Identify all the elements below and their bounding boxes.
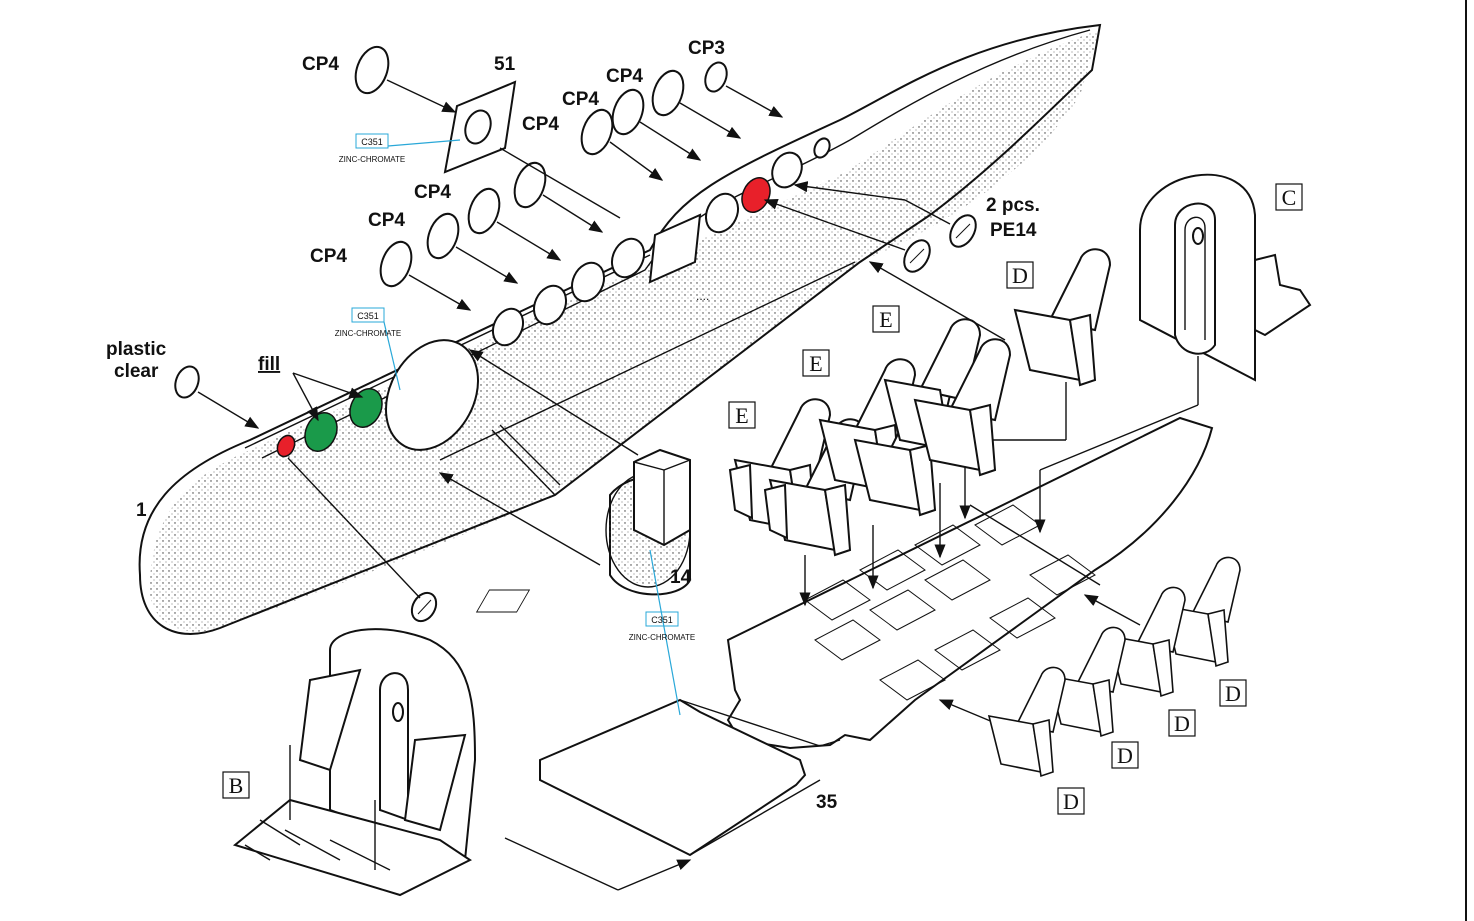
paint-callout-leaders — [383, 139, 681, 716]
label-cp4-f: CP4 — [368, 210, 405, 231]
label-cp4-e: CP4 — [414, 182, 451, 203]
svg-text:E: E — [735, 403, 748, 428]
floor-leaders — [504, 356, 1199, 891]
paint-callout-2: C351 ZINC-CHROMATE — [335, 307, 402, 338]
assembly-tag-d-2: D — [1168, 709, 1196, 737]
svg-text:B: B — [229, 773, 244, 798]
label-cp4-b: CP4 — [606, 66, 643, 87]
label-pe14: PE14 — [990, 220, 1037, 241]
fill-pointer — [292, 372, 364, 399]
label-clear: clear — [114, 361, 159, 382]
paint-code: C351 — [357, 311, 379, 321]
bulkhead-part-14 — [605, 448, 691, 596]
assembly-tag-e-3: E — [728, 401, 756, 429]
paint-callout-1: C351 ZINC-CHROMATE — [339, 133, 406, 164]
assembly-tag-e-2: E — [802, 349, 830, 377]
label-part-51: 51 — [494, 54, 516, 75]
label-part-14: 14 — [670, 567, 692, 588]
aft-bulkhead-c — [1139, 173, 1312, 382]
label-cp4-d: CP4 — [522, 114, 559, 135]
assembly-tag-d-1: D — [1219, 679, 1247, 707]
label-cp3: CP3 — [688, 38, 725, 59]
label-part-35: 35 — [816, 792, 838, 813]
assembly-tag-e-1: E — [872, 305, 900, 333]
assembly-tag-d-3: D — [1111, 741, 1139, 769]
fuselage-half: .... — [138, 23, 1102, 635]
cabin-floor — [475, 416, 1214, 857]
label-cp4-g: CP4 — [310, 246, 347, 267]
svg-text:D: D — [1225, 681, 1241, 706]
svg-text:E: E — [809, 351, 822, 376]
paint-name: ZINC-CHROMATE — [335, 329, 402, 338]
window-glasses — [174, 45, 977, 623]
svg-text:E: E — [879, 307, 892, 332]
paint-code: C351 — [651, 615, 673, 625]
svg-text:C: C — [1282, 185, 1297, 210]
svg-text:D: D — [1012, 263, 1028, 288]
label-cp4-c: CP4 — [562, 89, 599, 110]
svg-text:D: D — [1117, 743, 1133, 768]
paint-name: ZINC-CHROMATE — [339, 155, 406, 164]
label-plastic: plastic — [106, 339, 167, 360]
cockpit-assembly-b — [232, 628, 477, 897]
passenger-seats — [728, 248, 1241, 778]
paint-name: ZINC-CHROMATE — [629, 633, 696, 642]
label-two-pcs: 2 pcs. — [986, 195, 1040, 216]
svg-text:....: .... — [696, 289, 709, 303]
fill-pointer — [292, 372, 319, 422]
paint-code: C351 — [361, 137, 383, 147]
assembly-tag-c: C — [1275, 183, 1303, 211]
label-fill: fill — [258, 354, 280, 375]
label-part-1: 1 — [136, 500, 147, 521]
assembly-tag-d-top: D — [1006, 261, 1034, 289]
paint-callout-3: C351 ZINC-CHROMATE — [629, 611, 696, 642]
svg-text:D: D — [1174, 711, 1190, 736]
assembly-tag-b: B — [222, 771, 250, 799]
svg-text:D: D — [1063, 789, 1079, 814]
label-cp4-top: CP4 — [302, 54, 339, 75]
assembly-tag-d-4: D — [1057, 787, 1085, 815]
leader-lines — [197, 79, 1006, 599]
